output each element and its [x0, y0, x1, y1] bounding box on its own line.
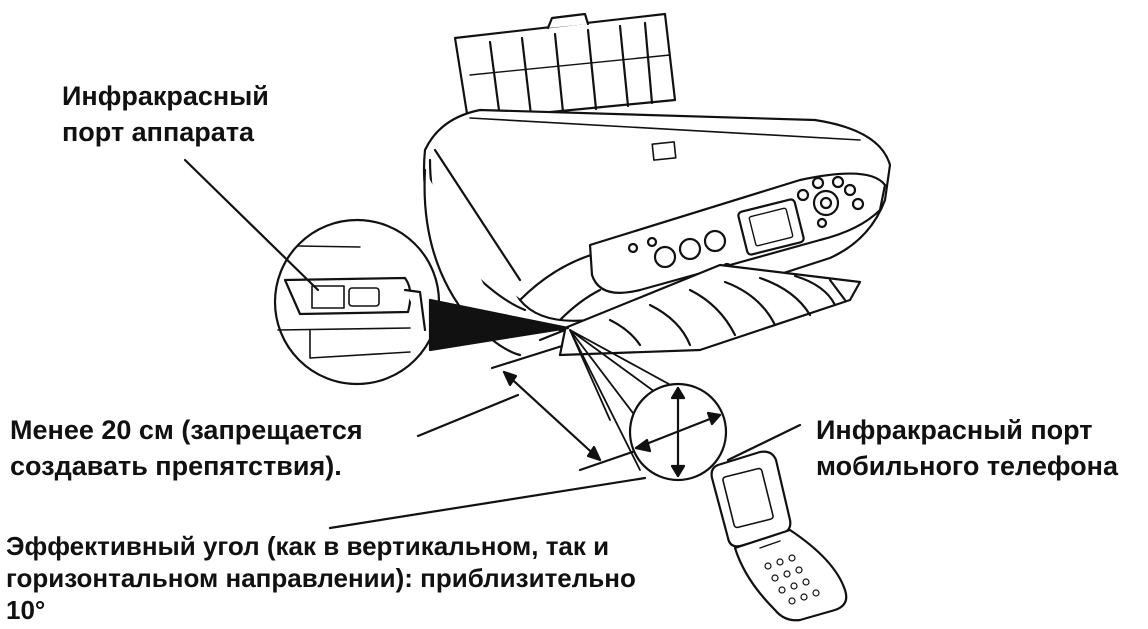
effective-angle-label-line-3: 10° — [6, 595, 46, 625]
distance-label-line-1: Менее 20 см (запрещается — [10, 415, 363, 445]
paper-support — [453, 12, 677, 122]
angle-leader-line — [328, 476, 647, 530]
phone-ir-port-label: Инфракрасный порт мобильного телефона — [816, 412, 1118, 484]
device-ir-port-label: Инфракрасный порт аппарата — [62, 78, 269, 150]
zoom-cone — [428, 298, 570, 352]
phone-ir-port-label-line-1: Инфракрасный порт — [816, 415, 1093, 445]
control-panel — [588, 172, 887, 294]
distance-label: Менее 20 см (запрещается создавать препя… — [10, 412, 363, 484]
phone-ir-leader-line — [726, 423, 802, 462]
mobile-phone — [710, 450, 848, 622]
effective-angle-circle — [628, 382, 728, 482]
distance-label-line-2: создавать препятствия). — [10, 451, 342, 481]
device-ir-port-label-line-2: порт аппарата — [62, 117, 255, 147]
distance-dimension — [416, 344, 646, 472]
phone-ir-port-label-line-2: мобильного телефона — [816, 451, 1118, 481]
device-ir-port-label-line-1: Инфракрасный — [62, 81, 269, 111]
effective-angle-label-line-2: горизонтальном направлении): приблизител… — [6, 563, 636, 593]
effective-angle-label: Эффективный угол (как в вертикальном, та… — [6, 530, 636, 626]
device-ir-leader-line — [183, 158, 320, 292]
effective-angle-label-line-1: Эффективный угол (как в вертикальном, та… — [6, 531, 610, 561]
device-ir-port-zoom — [273, 218, 441, 386]
